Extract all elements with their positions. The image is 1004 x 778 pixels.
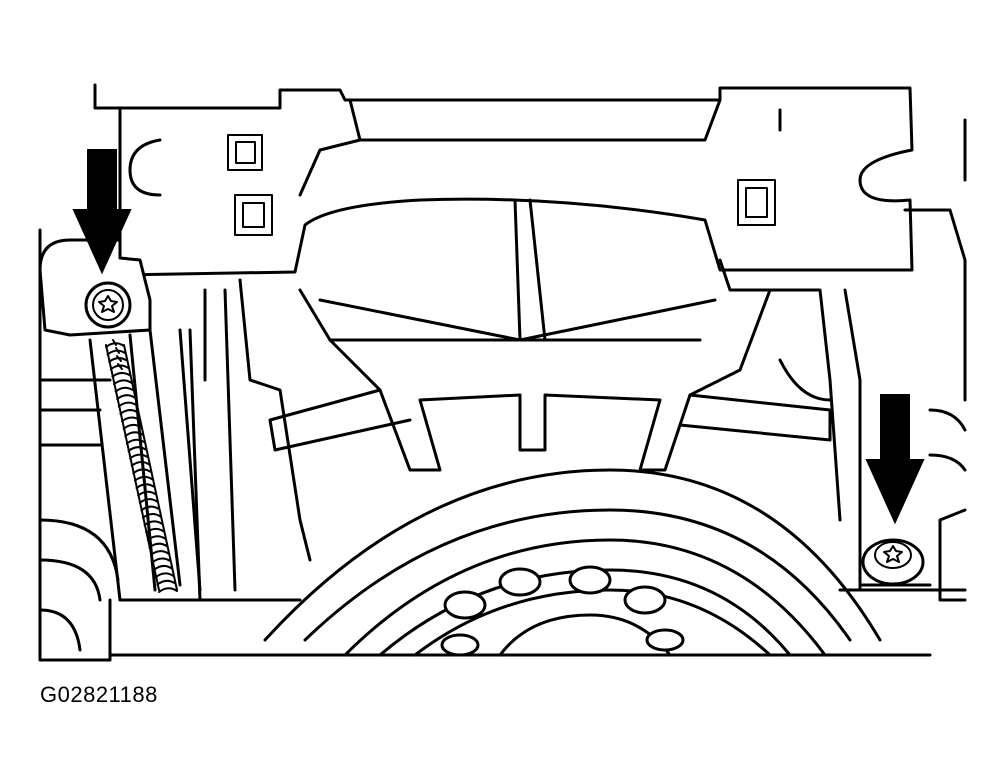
rod-thread-turn bbox=[141, 513, 162, 519]
rod-thread-turn bbox=[148, 542, 169, 549]
rod-thread-turn bbox=[140, 505, 161, 512]
rod-thread-turn bbox=[146, 535, 167, 542]
rod-thread-turn bbox=[145, 527, 166, 534]
threaded-rod-channel bbox=[88, 328, 302, 602]
rod-thread-turn bbox=[153, 564, 174, 571]
torx-bolt-icon bbox=[861, 538, 925, 586]
rod-thread-turn bbox=[129, 453, 150, 460]
rod-thread-turn bbox=[132, 468, 153, 475]
arrow-down-icon bbox=[865, 394, 925, 525]
rod-thread-turn bbox=[156, 579, 177, 586]
crank-pulley bbox=[108, 468, 932, 657]
rod-thread-turn bbox=[108, 357, 129, 363]
rod-thread-turn bbox=[158, 587, 178, 593]
rod-thread-turn bbox=[106, 349, 127, 356]
rod-thread-turn bbox=[116, 394, 137, 400]
rod-thread-turn bbox=[114, 386, 135, 393]
cover-plate bbox=[93, 83, 914, 277]
rod-thread-turn bbox=[111, 371, 132, 378]
rod-thread-turn bbox=[121, 416, 142, 423]
rod-thread-turn bbox=[124, 431, 145, 438]
figure-code-label: G02821188 bbox=[40, 682, 158, 707]
torx-bolt-icon bbox=[84, 281, 132, 329]
rod-thread-turn bbox=[119, 409, 140, 415]
rod-thread-turn bbox=[149, 550, 170, 556]
rod-thread-turn bbox=[154, 572, 175, 579]
rod-thread-turn bbox=[117, 401, 138, 408]
rod-thread-turn bbox=[109, 364, 130, 371]
rod-thread-turn bbox=[130, 461, 151, 467]
left-bolt-assembly bbox=[38, 238, 152, 337]
threaded-rod bbox=[105, 342, 178, 593]
rod-thread-turn bbox=[133, 475, 154, 482]
rod-thread-turn bbox=[125, 438, 146, 445]
rod-thread-turn bbox=[135, 483, 156, 490]
left-housing bbox=[38, 228, 120, 662]
rod-thread-turn bbox=[127, 446, 148, 452]
rod-thread-turn bbox=[113, 379, 134, 386]
right-bolt-assembly bbox=[858, 518, 932, 587]
rod-thread-turn bbox=[151, 557, 172, 564]
rod-thread-turn bbox=[137, 490, 158, 497]
rod-thread-turn bbox=[122, 423, 143, 430]
arrow-down-icon bbox=[72, 149, 132, 275]
rod-thread-turn bbox=[143, 520, 164, 527]
rod-thread-turn bbox=[105, 342, 125, 348]
rod-thread-turn bbox=[138, 498, 159, 504]
